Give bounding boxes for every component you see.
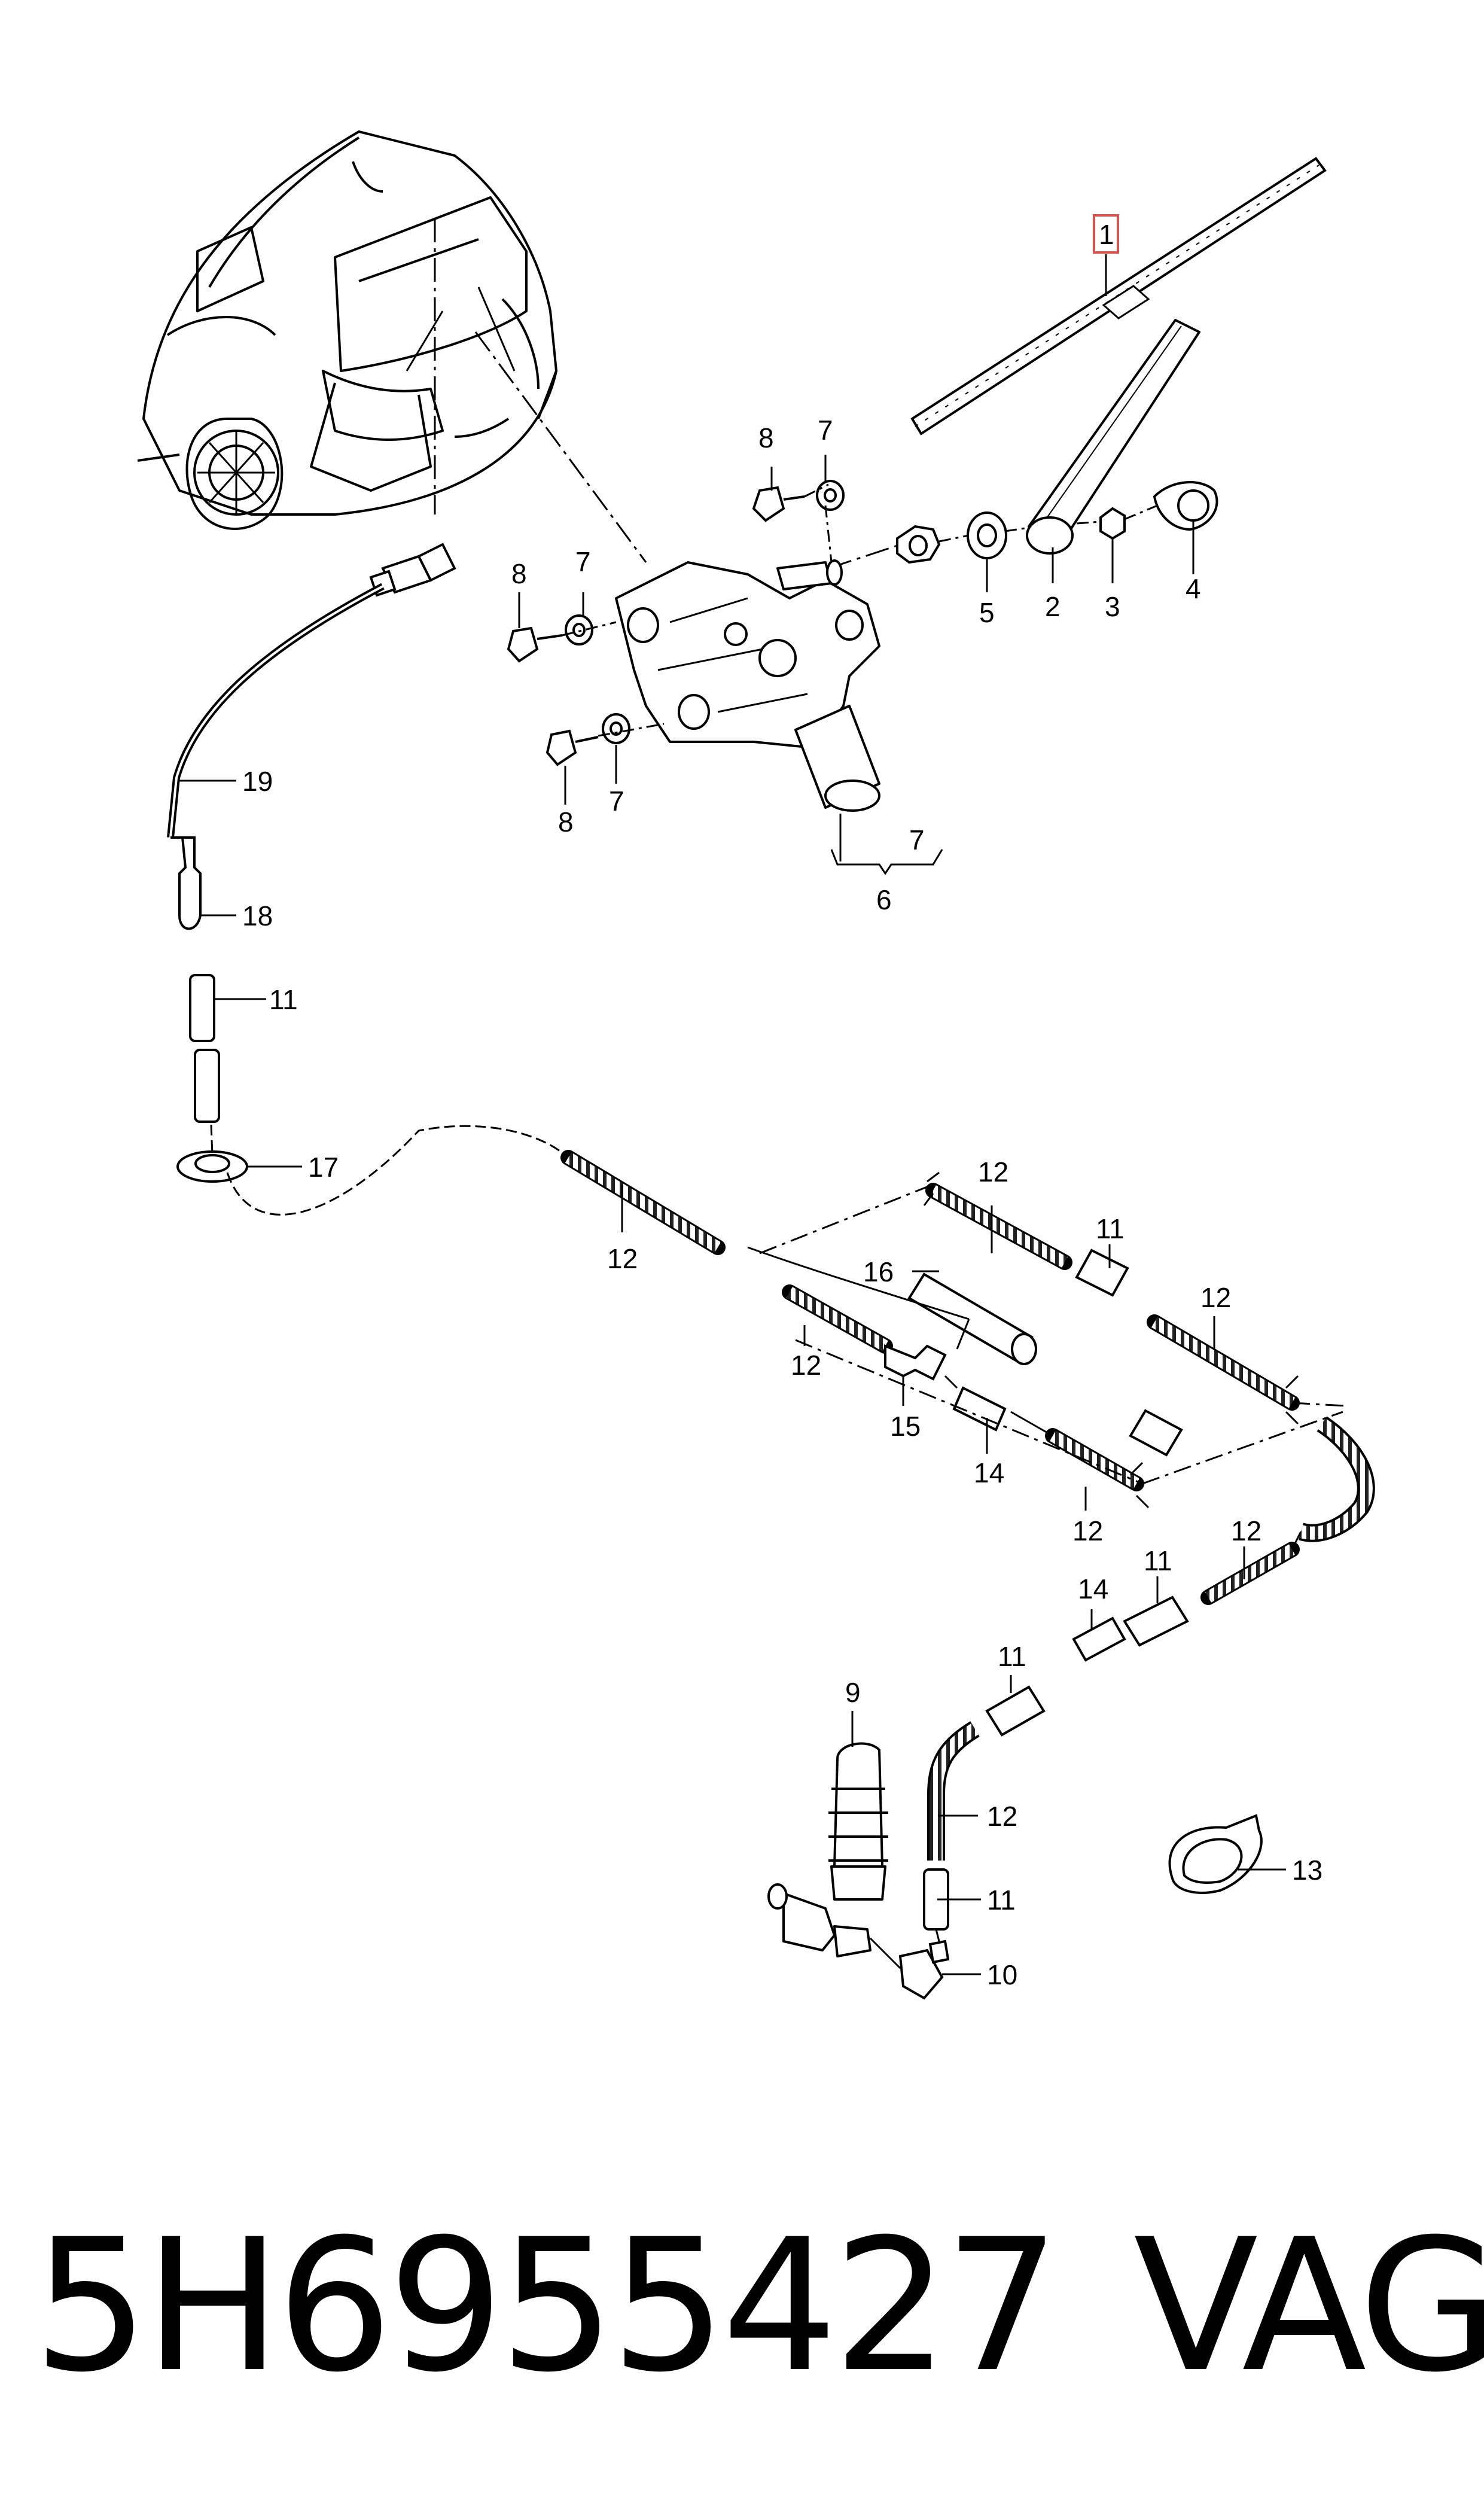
ribbed-hose	[560, 1150, 1375, 1861]
callout-8-top: 8	[758, 422, 774, 453]
callout-10: 10	[987, 1959, 1017, 1990]
callout-8-bottom: 8	[558, 806, 574, 838]
callout-5: 5	[979, 597, 995, 628]
nozzle-elbow	[369, 543, 456, 597]
wiper-blade	[910, 157, 1327, 436]
callout-15: 15	[890, 1411, 921, 1442]
protective-sleeve-16	[907, 1272, 1037, 1365]
leader-car-to-motor	[474, 331, 647, 563]
wiper-motor	[615, 559, 880, 812]
callout-17: 17	[308, 1152, 339, 1183]
callout-4: 4	[1186, 573, 1201, 604]
wiper-arm	[1026, 319, 1200, 555]
callout-18: 18	[242, 900, 273, 931]
vehicle-rear-illustration	[137, 130, 557, 530]
callout-14-b: 14	[1078, 1573, 1108, 1604]
callout-7-bottom: 7	[609, 785, 624, 817]
screw	[507, 486, 805, 766]
callout-7-top: 7	[818, 415, 833, 446]
callout-7-bracket: 7	[909, 824, 925, 855]
callout-6: 6	[876, 884, 892, 915]
callout-11-upper: 11	[1096, 1213, 1125, 1244]
callout-7-left: 7	[575, 546, 591, 577]
hose-sleeve	[189, 974, 220, 1123]
callout-1-box	[1093, 214, 1119, 254]
callout-12-c: 12	[1200, 1282, 1231, 1313]
elbow-connector-10	[898, 1940, 950, 2000]
footer: 5H6955427 VAG	[33, 2200, 1484, 2412]
callout-11-mid: 11	[1144, 1545, 1172, 1576]
brand-name: VAG	[1133, 2200, 1484, 2412]
nut	[1099, 507, 1126, 540]
washer-pump	[767, 1742, 888, 1957]
connector-18	[170, 836, 202, 930]
bracket-6	[830, 849, 943, 875]
callout-9: 9	[845, 1677, 861, 1708]
callout-13: 13	[1292, 1855, 1323, 1886]
callout-3: 3	[1105, 591, 1120, 622]
callout-11-bottom: 11	[987, 1884, 1016, 1916]
rubber-bushing	[565, 480, 845, 744]
callout-12-b: 12	[978, 1156, 1008, 1188]
bezel	[896, 525, 941, 564]
leader-lines	[179, 455, 1286, 1975]
grommet-17	[176, 1150, 248, 1183]
callout-14-a: 14	[974, 1457, 1004, 1488]
callout-16: 16	[863, 1256, 894, 1287]
callout-1: 1	[1099, 219, 1114, 250]
callout-11-lower: 11	[998, 1641, 1026, 1672]
callout-12-a: 12	[607, 1243, 638, 1274]
part-number: 5H6955427	[33, 2200, 1061, 2412]
callout-8-left: 8	[511, 558, 527, 589]
reference-lines	[759, 1183, 1346, 1550]
hose-19	[167, 583, 385, 838]
callout-19: 19	[242, 766, 273, 797]
callout-12-g: 12	[987, 1801, 1017, 1832]
callout-11-left: 11	[269, 984, 298, 1015]
callout-12-e: 12	[1072, 1515, 1103, 1546]
cover-cap	[1153, 481, 1218, 531]
check-valve-14	[952, 1386, 1126, 1662]
callout-12-d: 12	[791, 1350, 821, 1381]
hose-sleeve	[923, 1249, 1189, 1931]
callout-12-f: 12	[1231, 1515, 1261, 1546]
connector-15	[884, 1344, 947, 1381]
hose-clip-13	[1168, 1814, 1263, 1894]
seal-grommet	[967, 511, 1007, 559]
callout-2: 2	[1045, 591, 1061, 622]
